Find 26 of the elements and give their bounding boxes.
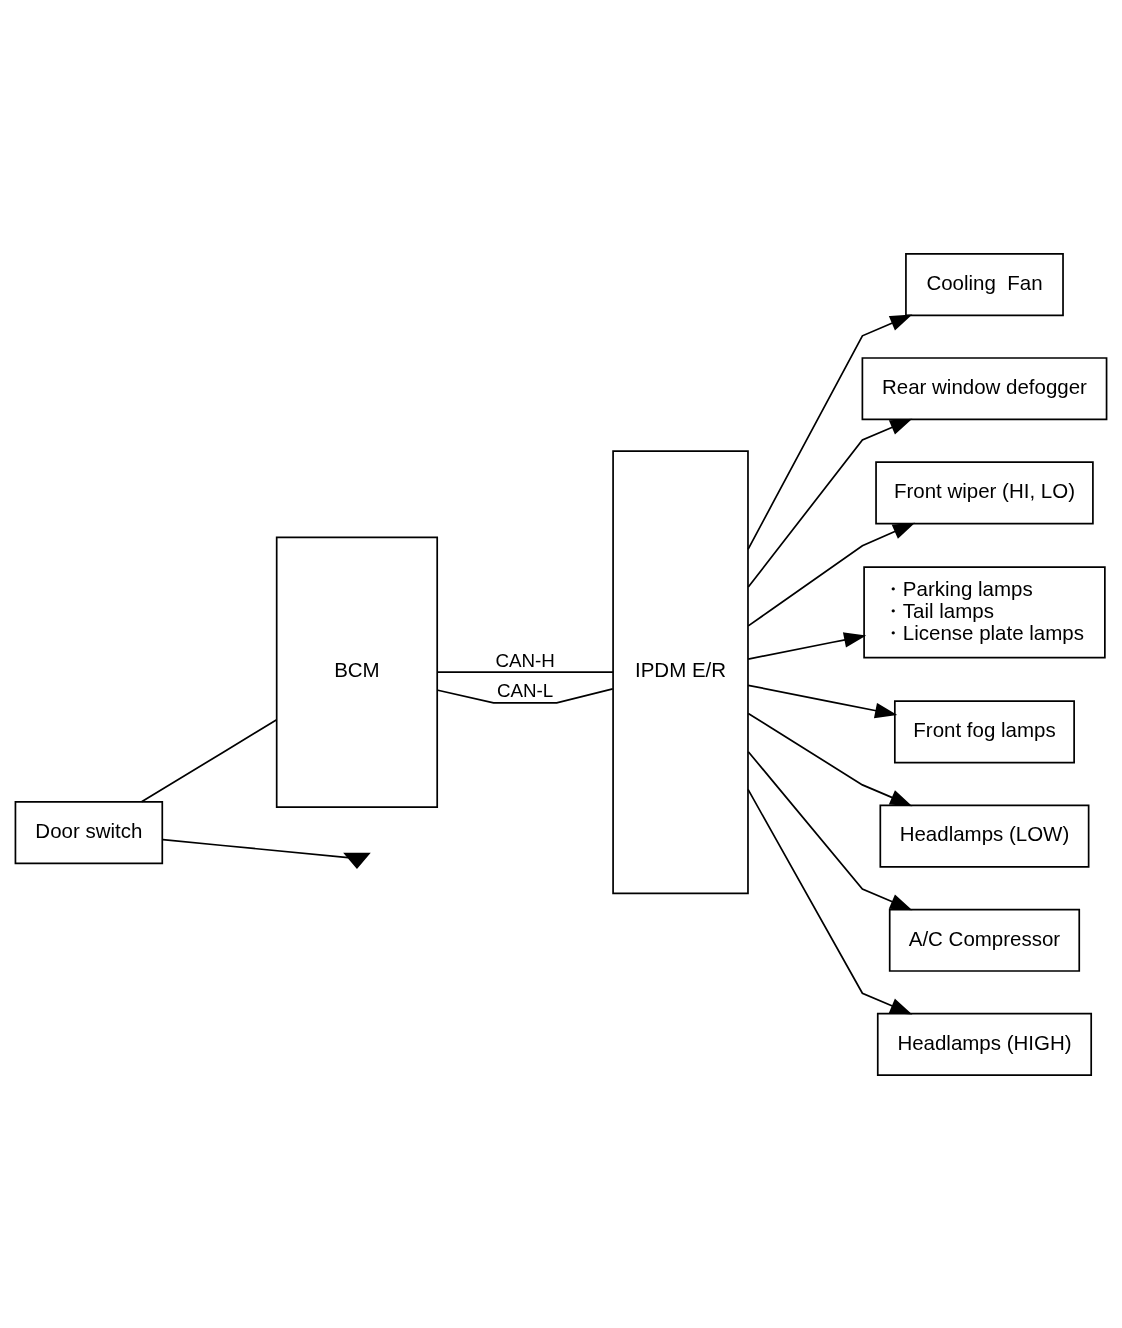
connector — [436, 670, 614, 673]
edge-label: CAN-L — [496, 679, 554, 701]
node-box: Headlamps (LOW) — [879, 804, 1090, 868]
arrow — [747, 683, 898, 718]
node-box: IPDM E/R — [612, 449, 749, 894]
arrow — [747, 788, 913, 1014]
arrow — [747, 712, 913, 806]
connector — [437, 687, 614, 704]
node-box: A/C Compressor — [888, 908, 1081, 972]
arrow — [747, 418, 913, 588]
edge-label: CAN-H — [495, 649, 555, 671]
arrow — [747, 750, 913, 910]
node-ground — [343, 852, 371, 869]
node-box: Cooling Fan — [905, 252, 1064, 316]
node-box: Headlamps (HIGH) — [876, 1012, 1093, 1076]
connector — [140, 718, 278, 803]
node-box: BCM — [275, 535, 439, 808]
node-box: Rear window defogger — [861, 356, 1108, 420]
node-box: ・Parking lamps ・Tail lamps ・License plate lamps — [863, 565, 1106, 659]
node-box: Front fog lamps — [893, 699, 1075, 764]
node-box: Front wiper (HI, LO) — [875, 460, 1094, 524]
connector — [162, 838, 350, 858]
node-box: Door switch — [14, 800, 164, 864]
arrow — [747, 631, 867, 660]
arrow — [747, 522, 916, 627]
arrow — [747, 314, 913, 550]
